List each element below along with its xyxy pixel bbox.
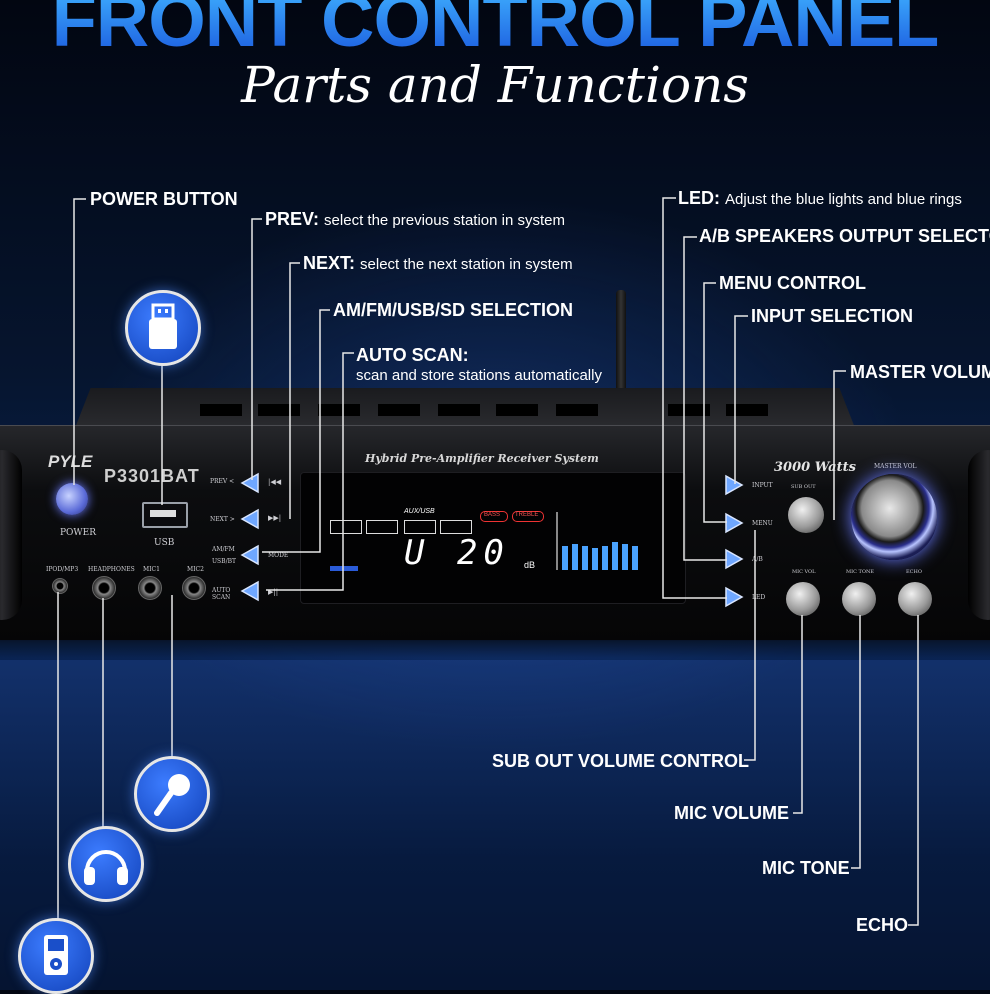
echo-caption: ECHO <box>906 569 922 575</box>
ipod-jack-caption: IPOD/MP3 <box>46 566 79 573</box>
spectrum-meter <box>556 512 638 570</box>
master-vol-caption: MASTER VOL <box>874 463 917 470</box>
prev-button[interactable] <box>240 472 260 494</box>
mic2-jack[interactable] <box>182 576 206 600</box>
mic-tone-knob[interactable] <box>842 582 876 616</box>
mic-volume-knob[interactable] <box>786 582 820 616</box>
label-ab-speakers: A/B SPEAKERS OUTPUT SELECTOR <box>699 226 990 246</box>
sub-out-knob[interactable] <box>788 497 824 533</box>
vent <box>496 404 538 416</box>
echo-knob[interactable] <box>898 582 932 616</box>
label-led-desc: Adjust the blue lights and blue rings <box>725 191 962 208</box>
headphones-jack-caption: HEADPHONES <box>88 566 135 573</box>
menu-button[interactable] <box>724 512 744 534</box>
label-menu-control: MENU CONTROL <box>719 273 866 293</box>
microphone-icon <box>134 756 210 832</box>
autoscan-caption: AUTO SCAN <box>212 587 231 601</box>
input-button[interactable] <box>724 474 744 496</box>
vent <box>200 404 242 416</box>
mic2-jack-caption: MIC2 <box>187 566 204 573</box>
usb-icon <box>125 290 201 366</box>
label-auto-scan-title: AUTO SCAN: <box>356 345 469 365</box>
treble-indicator: TREBLE <box>515 512 539 518</box>
power-caption: POWER <box>60 528 97 538</box>
input-caption: INPUT <box>752 482 773 489</box>
label-led-title: LED: <box>678 188 720 208</box>
ipod-icon <box>18 918 94 994</box>
vent <box>438 404 480 416</box>
label-next: NEXT: select the next station in system <box>303 253 573 274</box>
auto-scan-button[interactable] <box>240 580 260 602</box>
next-caption: NEXT > <box>210 516 235 523</box>
sub-out-caption: SUB OUT <box>791 484 816 490</box>
label-prev: PREV: select the previous station in sys… <box>265 209 565 230</box>
model-number: P3301BAT <box>104 466 200 486</box>
mode-button[interactable] <box>240 544 260 566</box>
right-handle <box>968 450 990 620</box>
headphones-icon <box>68 826 144 902</box>
label-master-volume: MASTER VOLUM <box>850 362 990 382</box>
mic-tone-caption: MIC TONE <box>846 569 874 575</box>
usbbt-caption: USB/BT <box>212 558 237 565</box>
vent <box>378 404 420 416</box>
mic1-jack[interactable] <box>138 576 162 600</box>
vent <box>556 404 598 416</box>
display-source: AUX/USB <box>404 508 435 515</box>
left-handle <box>0 450 22 620</box>
mic1-jack-caption: MIC1 <box>143 566 160 573</box>
device-base <box>0 640 990 658</box>
menu-caption: MENU <box>752 520 773 527</box>
unit-readout: dB <box>524 560 536 570</box>
label-echo: ECHO <box>856 915 909 935</box>
master-volume-knob[interactable] <box>851 474 937 560</box>
amfm-caption: AM/FM <box>212 546 235 553</box>
play-pause-symbol: ▶|| <box>268 588 279 596</box>
usb-port[interactable] <box>142 502 188 528</box>
label-amfm-selection: AM/FM/USB/SD SELECTION <box>333 300 574 320</box>
mode-caption: MODE <box>268 552 289 559</box>
ab-speakers-button[interactable] <box>724 548 744 570</box>
antenna <box>616 290 626 430</box>
page-subtitle: Parts and Functions <box>241 56 749 114</box>
vent <box>668 404 710 416</box>
label-auto-scan-desc: scan and store stations automatically <box>356 367 602 384</box>
main-readout: U 20 <box>404 533 510 573</box>
led-button[interactable] <box>724 586 744 608</box>
bass-indicator: BASS <box>484 512 501 518</box>
label-power-button: POWER BUTTON <box>90 189 238 209</box>
brand-logo: PYLE <box>48 452 93 471</box>
label-next-desc: select the next station in system <box>360 256 573 273</box>
label-prev-title: PREV: <box>265 209 320 229</box>
led-caption: LED <box>752 594 766 601</box>
label-led: LED: Adjust the blue lights and blue rin… <box>678 188 962 209</box>
label-mic-tone: MIC TONE <box>762 858 850 878</box>
usb-caption: USB <box>154 538 175 548</box>
label-input-selection: INPUT SELECTION <box>751 306 914 326</box>
product-name: Hybrid Pre-Amplifier Receiver System <box>365 452 599 465</box>
mic-vol-caption: MIC VOL <box>792 569 816 575</box>
page-title: FRONT CONTROL PANEL <box>0 0 990 63</box>
wattage-label: 3000 Watts <box>774 460 856 475</box>
ab-caption: A/B <box>752 556 763 563</box>
headphones-jack[interactable] <box>92 576 116 600</box>
ipod-jack[interactable] <box>52 578 68 594</box>
next-symbol: ▶▶| <box>268 514 282 522</box>
vent <box>318 404 360 416</box>
prev-symbol: |◀◀ <box>268 478 282 486</box>
lcd-display <box>300 472 686 604</box>
power-button[interactable] <box>56 483 88 515</box>
vent <box>726 404 768 416</box>
prev-caption: PREV < <box>210 478 235 485</box>
label-prev-desc: select the previous station in system <box>324 212 565 229</box>
label-sub-out: SUB OUT VOLUME CONTROL <box>492 751 749 771</box>
label-mic-volume: MIC VOLUME <box>674 803 789 823</box>
label-next-title: NEXT: <box>303 253 356 273</box>
next-button[interactable] <box>240 508 260 530</box>
